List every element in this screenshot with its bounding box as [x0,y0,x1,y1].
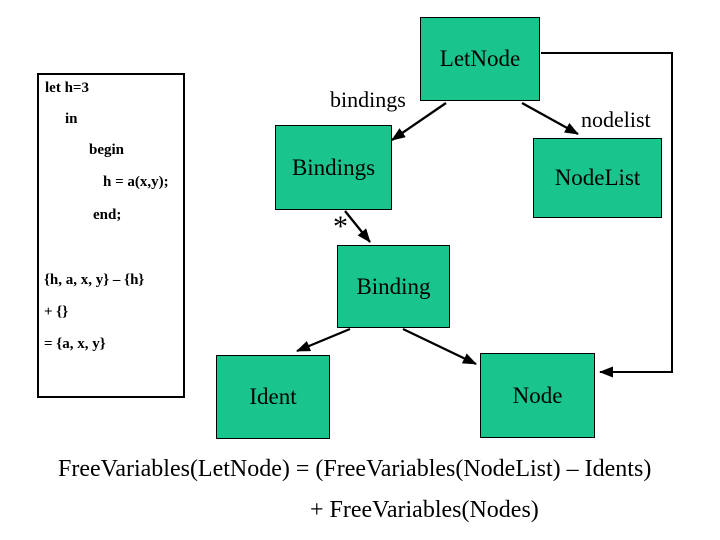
arrow-binding-to-ident [296,327,351,353]
node-node: Node [480,353,595,438]
code-line: h = a(x,y); [103,174,169,190]
multiplicity-star: * [333,210,348,243]
node-letnode-label: LetNode [439,46,521,71]
arrow-bindings-to-binding [344,210,371,243]
node-letnode: LetNode [420,17,540,101]
code-line: begin [89,142,125,158]
set-calc-line: + {} [44,304,69,320]
arrow-letnode-to-nodelist [521,101,579,136]
edge-label-bindings: bindings [330,87,406,112]
code-line: end; [93,207,122,223]
node-ident-label: Ident [249,384,297,409]
node-ident: Ident [216,355,330,439]
free-variables-equation-line2: + FreeVariables(Nodes) [310,497,539,523]
node-binding-label: Binding [356,273,431,299]
free-variables-equation-line1: FreeVariables(LetNode) = (FreeVariables(… [58,456,652,482]
code-example-box: let h=3 in begin h = a(x,y); end; {h, a,… [37,73,185,398]
node-nodelist-label: NodeList [554,165,641,190]
node-node-label: Node [512,382,563,408]
node-bindings-label: Bindings [291,154,376,180]
node-binding: Binding [337,245,450,328]
code-line: let h=3 [45,80,89,96]
node-bindings: Bindings [275,125,392,210]
code-line: in [65,111,78,127]
set-calc-line: = {a, x, y} [44,336,106,352]
arrow-binding-to-node [402,327,477,366]
set-calc-line: {h, a, x, y} – {h} [44,272,145,288]
node-nodelist: NodeList [533,138,662,218]
edge-label-nodelist: nodelist [581,107,651,132]
